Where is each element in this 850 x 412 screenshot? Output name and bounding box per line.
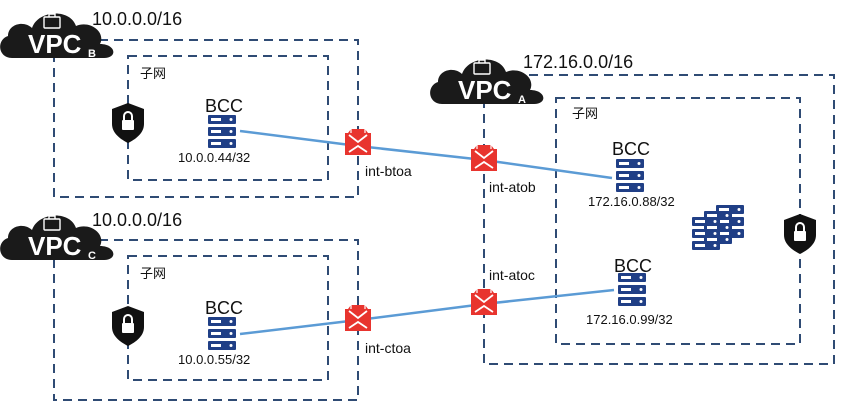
vpc-b-cloud: VPC B (0, 13, 114, 60)
vpc-c-cidr: 10.0.0.0/16 (92, 210, 182, 230)
router-btoa-label: int-btoa (365, 163, 412, 179)
host-a1-name: BCC (612, 139, 650, 159)
vpc-c-cloud: VPC C (0, 215, 114, 262)
vpc-c-letters: VPC (28, 231, 82, 261)
shield-lock-icon (111, 305, 145, 347)
vpc-c-frame (53, 239, 359, 401)
subnet-b-label: 子网 (140, 67, 166, 82)
vpc-c-sub: C (88, 250, 96, 262)
router-icon (344, 304, 372, 332)
link-atob-to-a1 (483, 158, 613, 180)
subnet-a-frame (555, 97, 801, 345)
link-c-to-ctoa (239, 318, 359, 336)
vpc-a-cidr: 172.16.0.0/16 (523, 52, 633, 72)
vpc-a-letters: VPC (458, 75, 512, 105)
shield-lock-icon (783, 213, 817, 255)
vpc-a-sub: A (518, 94, 526, 106)
vpc-a-frame (483, 74, 835, 365)
host-a1-ip: 172.16.0.88/32 (588, 194, 675, 209)
link-btoa-to-atob (357, 144, 485, 162)
router-icon (344, 128, 372, 156)
shield-lock-icon (111, 102, 145, 144)
host-b-ip: 10.0.0.44/32 (178, 150, 250, 165)
router-ctoa-label: int-ctoa (365, 340, 411, 356)
router-atoc-label: int-atoc (489, 267, 535, 283)
vpc-a-cloud: VPC A (430, 59, 544, 106)
link-atoc-to-a2 (483, 288, 615, 306)
host-b-name: BCC (205, 96, 243, 116)
subnet-c-label: 子网 (140, 267, 166, 282)
router-atob-label: int-atob (489, 179, 536, 195)
vpc-b-cidr: 10.0.0.0/16 (92, 9, 182, 29)
router-icon (470, 288, 498, 316)
host-c-ip: 10.0.0.55/32 (178, 352, 250, 367)
vpc-b-sub: B (88, 48, 96, 60)
vpc-b-letters: VPC (28, 29, 82, 59)
server-icon (208, 317, 236, 350)
server-icon (618, 273, 646, 306)
server-cluster-icon (692, 205, 744, 250)
router-icon (470, 144, 498, 172)
host-a2-ip: 172.16.0.99/32 (586, 312, 673, 327)
link-ctoa-to-atoc (357, 302, 485, 322)
link-b-to-btoa (239, 129, 359, 148)
host-c-name: BCC (205, 298, 243, 318)
vpc-b-frame (53, 39, 359, 198)
server-icon (208, 115, 236, 148)
host-a2-name: BCC (614, 256, 652, 276)
server-icon (616, 159, 644, 192)
subnet-a-label: 子网 (572, 107, 598, 122)
